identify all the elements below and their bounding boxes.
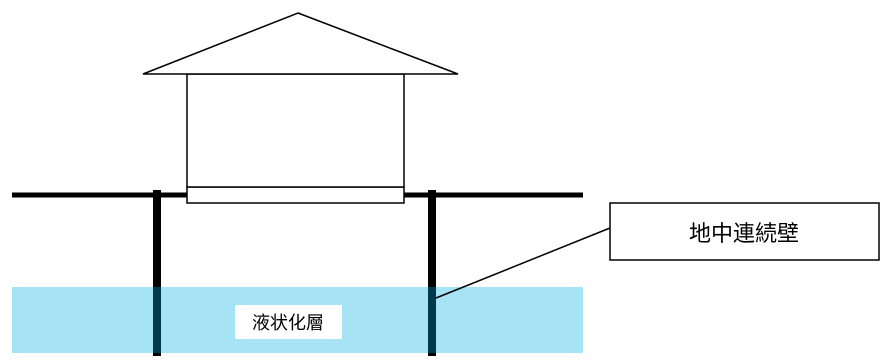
liquefaction-label: 液状化層: [252, 313, 324, 334]
callout-box: [609, 202, 880, 261]
right-wall-in-layer: [428, 287, 436, 353]
house-body: [186, 73, 405, 188]
left-wall-in-layer: [153, 287, 161, 353]
house-roof: [142, 12, 459, 75]
callout-leader-line: [435, 227, 611, 299]
left-wall: [153, 190, 161, 356]
callout-label: 地中連続壁: [689, 222, 799, 247]
right-wall: [428, 190, 436, 356]
liquefaction-label-box: [235, 305, 342, 339]
house-foundation: [186, 186, 405, 204]
